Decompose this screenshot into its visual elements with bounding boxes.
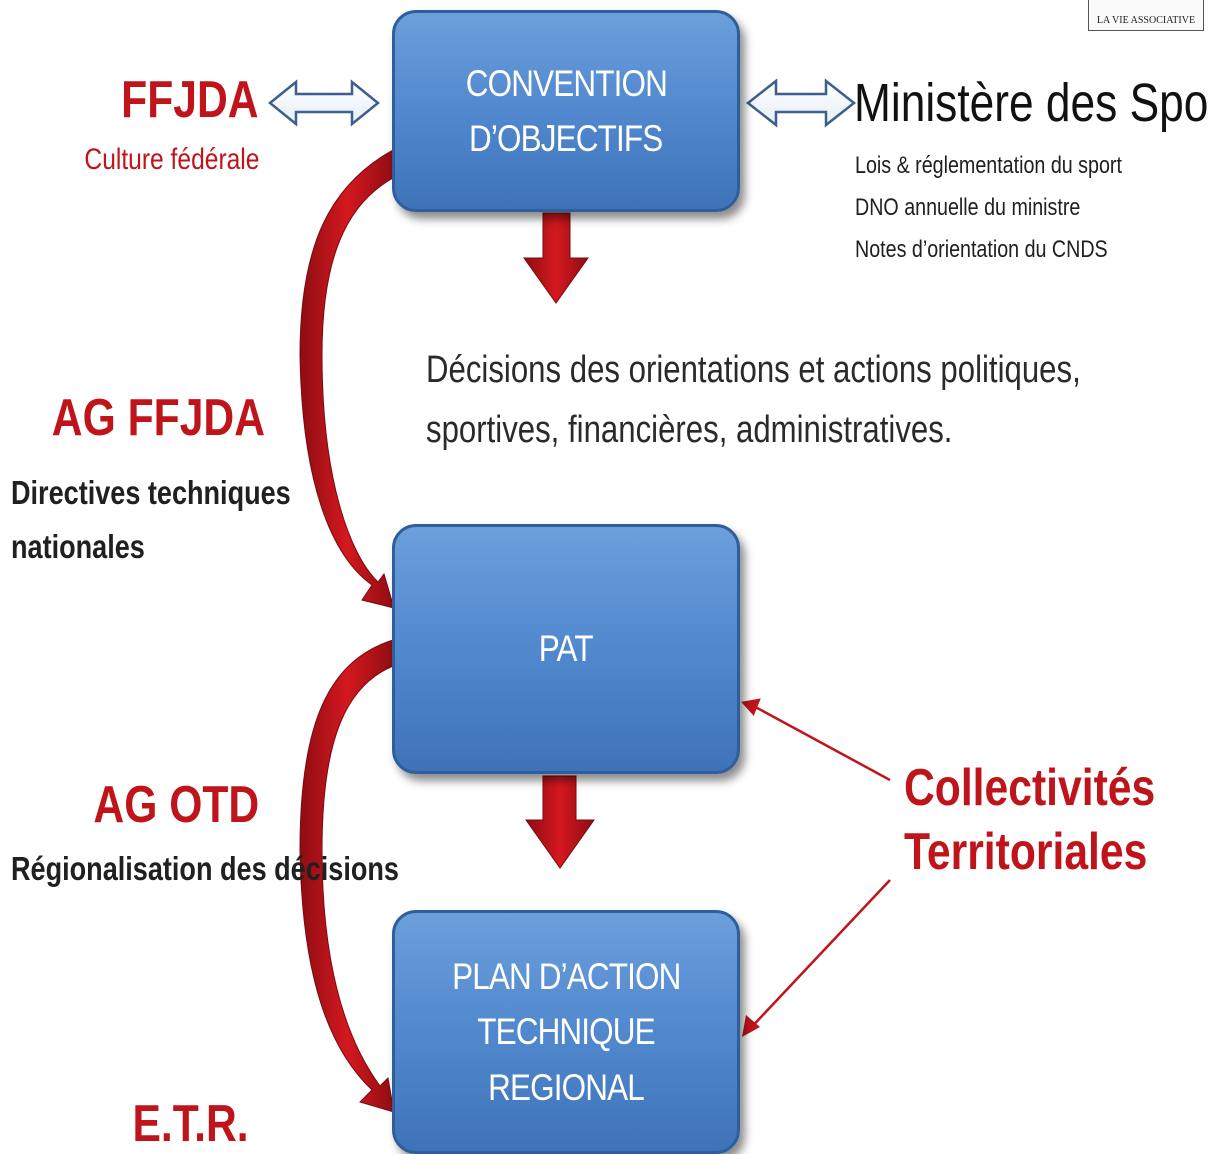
ffjda-title: FFJDA bbox=[121, 71, 259, 129]
association-logo: LA VIE ASSOCIATIVE bbox=[1088, 0, 1204, 31]
ag-ffjda-directives: Directives techniques nationales bbox=[11, 466, 352, 574]
plan-line2: TECHNIQUE REGIONAL bbox=[477, 1011, 655, 1108]
ministere-item: Lois & réglementation du sport bbox=[855, 152, 1122, 179]
directives-line1: Directives techniques bbox=[11, 474, 291, 511]
ag-ffjda-title: AG FFJDA bbox=[51, 389, 265, 447]
convention-line1: CONVENTION bbox=[465, 62, 667, 104]
plan-box: PLAN D’ACTION TECHNIQUE REGIONAL bbox=[392, 910, 740, 1154]
curved-arrow-pat-plan bbox=[299, 639, 395, 1113]
ag-otd-subtitle: Régionalisation des décisions bbox=[11, 850, 399, 887]
thin-arrowhead-pat bbox=[741, 698, 761, 716]
decisions-line1: Décisions des orientations et actions po… bbox=[426, 349, 1081, 391]
logo-text: LA VIE ASSOCIATIVE bbox=[1096, 15, 1196, 26]
thin-arrow-to-pat bbox=[747, 701, 891, 782]
decisions-line2: sportives, financières, administratives. bbox=[426, 409, 953, 451]
down-arrow-convention bbox=[523, 212, 589, 304]
thin-arrow-to-plan bbox=[745, 879, 891, 1034]
down-arrow-pat bbox=[525, 775, 595, 869]
collectivites-label: Collectivités Territoriales bbox=[904, 756, 1210, 884]
thin-arrowhead-plan bbox=[742, 1015, 760, 1037]
directives-line2: nationales bbox=[11, 528, 145, 565]
double-arrow-ffjda bbox=[268, 79, 380, 127]
ministere-list: Lois & réglementation du sport DNO annue… bbox=[855, 145, 1181, 271]
ministere-item: Notes d’orientation du CNDS bbox=[855, 236, 1108, 263]
ag-otd-title: AG OTD bbox=[93, 776, 259, 834]
convention-box: CONVENTION D’OBJECTIFS bbox=[392, 10, 740, 212]
collectivites-line1: Collectivités bbox=[904, 759, 1156, 817]
ministere-item: DNO annuelle du ministre bbox=[855, 194, 1081, 221]
curved-arrow-ffjda-pat bbox=[299, 149, 395, 609]
plan-line1: PLAN D’ACTION bbox=[451, 955, 681, 997]
ffjda-subtitle: Culture fédérale bbox=[83, 143, 259, 176]
etr-title: E.T.R. bbox=[132, 1095, 249, 1153]
collectivites-line2: Territoriales bbox=[904, 823, 1148, 881]
pat-label: PAT bbox=[539, 628, 594, 670]
ministere-title: Ministère des Sports bbox=[854, 73, 1211, 133]
convention-line2: D’OBJECTIFS bbox=[469, 118, 663, 159]
double-arrow-ministere bbox=[745, 78, 857, 128]
decisions-text: Décisions des orientations et actions po… bbox=[426, 340, 1211, 460]
pat-box: PAT bbox=[392, 524, 740, 774]
